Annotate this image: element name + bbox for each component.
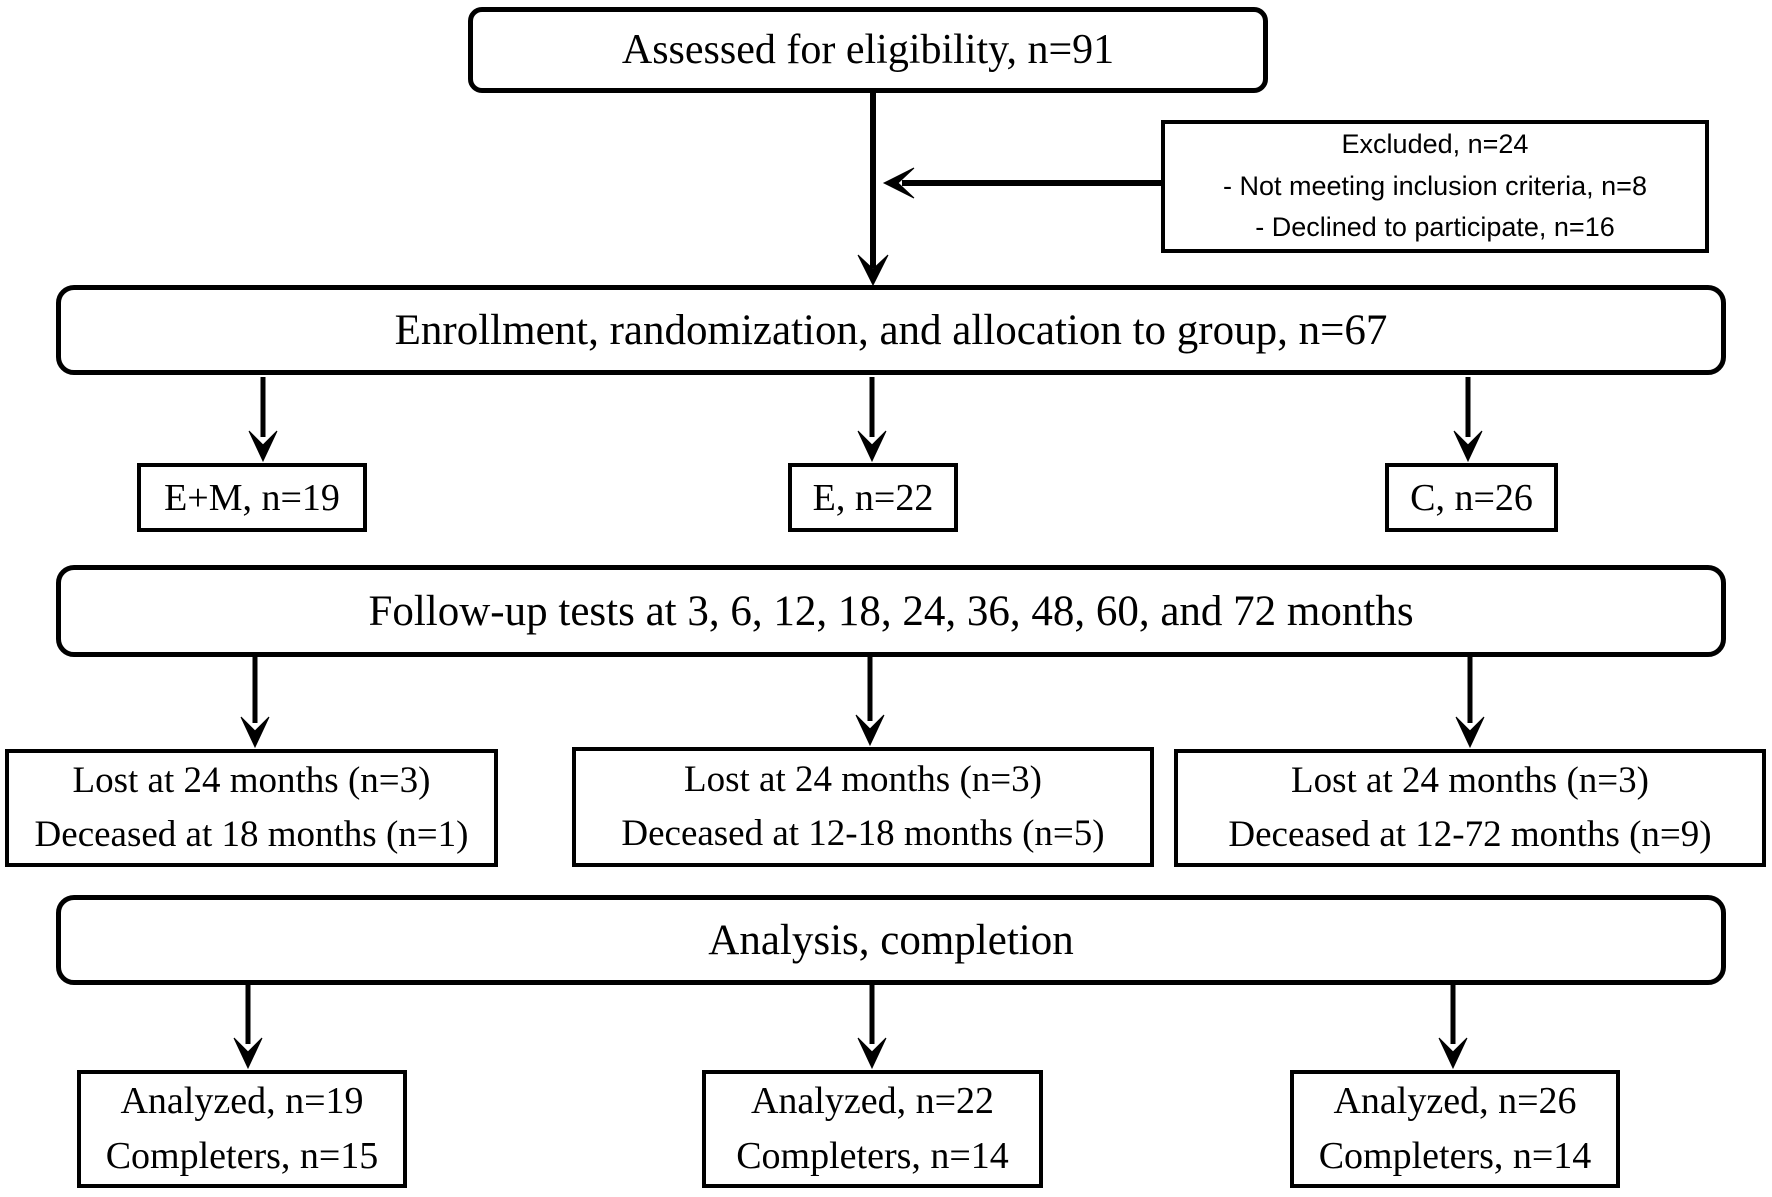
attrition-em-lost-label: Lost at 24 months (n=3)	[72, 760, 431, 802]
analyzed-em-box: Analyzed, n=19 Completers, n=15	[77, 1070, 407, 1188]
arrow-down-head-icon	[233, 1037, 263, 1070]
arrow-down-head-icon	[248, 430, 278, 463]
arrow-down-head-icon	[1455, 716, 1485, 749]
completers-c-label: Completers, n=14	[1318, 1135, 1592, 1177]
group-e-box: E, n=22	[788, 463, 958, 532]
excluded-reason-2-label: - Declined to participate, n=16	[1255, 212, 1615, 243]
analyzed-c-label: Analyzed, n=26	[1333, 1079, 1577, 1122]
assessed-eligibility-label: Assessed for eligibility, n=91	[621, 27, 1115, 73]
completers-e-label: Completers, n=14	[736, 1135, 1009, 1177]
group-c-box: C, n=26	[1385, 463, 1558, 532]
analyzed-c-box: Analyzed, n=26 Completers, n=14	[1290, 1070, 1620, 1188]
attrition-em-box: Lost at 24 months (n=3) Deceased at 18 m…	[5, 749, 498, 867]
excluded-reason-1-label: - Not meeting inclusion criteria, n=8	[1223, 170, 1647, 201]
group-c-label: C, n=26	[1410, 476, 1533, 519]
arrow-down-head-icon	[1438, 1037, 1468, 1070]
group-em-label: E+M, n=19	[164, 476, 340, 519]
arrow-left-head-icon	[882, 167, 915, 199]
attrition-em-deceased-label: Deceased at 18 months (n=1)	[34, 814, 469, 855]
followup-label: Follow-up tests at 3, 6, 12, 18, 24, 36,…	[368, 587, 1414, 635]
enrollment-label: Enrollment, randomization, and allocatio…	[394, 306, 1388, 354]
arrow-down-head-icon	[857, 430, 887, 463]
analysis-label: Analysis, completion	[708, 916, 1074, 964]
attrition-e-lost-label: Lost at 24 months (n=3)	[684, 759, 1042, 801]
group-e-label: E, n=22	[812, 476, 934, 519]
arrow-down-head-icon	[240, 716, 270, 749]
attrition-c-box: Lost at 24 months (n=3) Deceased at 12-7…	[1174, 749, 1766, 867]
followup-tests-box: Follow-up tests at 3, 6, 12, 18, 24, 36,…	[56, 565, 1726, 657]
excluded-box: Excluded, n=24 - Not meeting inclusion c…	[1161, 120, 1709, 253]
analyzed-e-label: Analyzed, n=22	[750, 1079, 995, 1122]
analysis-completion-box: Analysis, completion	[56, 895, 1726, 985]
arrow-down-head-icon	[855, 714, 885, 747]
analyzed-em-label: Analyzed, n=19	[120, 1079, 364, 1122]
attrition-c-deceased-label: Deceased at 12-72 months (n=9)	[1228, 814, 1712, 855]
enrollment-randomization-box: Enrollment, randomization, and allocatio…	[56, 285, 1726, 375]
completers-em-label: Completers, n=15	[105, 1135, 379, 1177]
attrition-e-box: Lost at 24 months (n=3) Deceased at 12-1…	[572, 747, 1154, 867]
arrow-down-head-icon	[857, 254, 889, 287]
attrition-e-deceased-label: Deceased at 12-18 months (n=5)	[621, 813, 1105, 854]
arrow-down-head-icon	[857, 1037, 887, 1070]
arrow-down-head-icon	[1453, 430, 1483, 463]
analyzed-e-box: Analyzed, n=22 Completers, n=14	[702, 1070, 1043, 1188]
attrition-c-lost-label: Lost at 24 months (n=3)	[1291, 760, 1649, 802]
assessed-eligibility-box: Assessed for eligibility, n=91	[468, 7, 1268, 93]
excluded-total-label: Excluded, n=24	[1341, 128, 1529, 159]
group-em-box: E+M, n=19	[137, 463, 367, 532]
